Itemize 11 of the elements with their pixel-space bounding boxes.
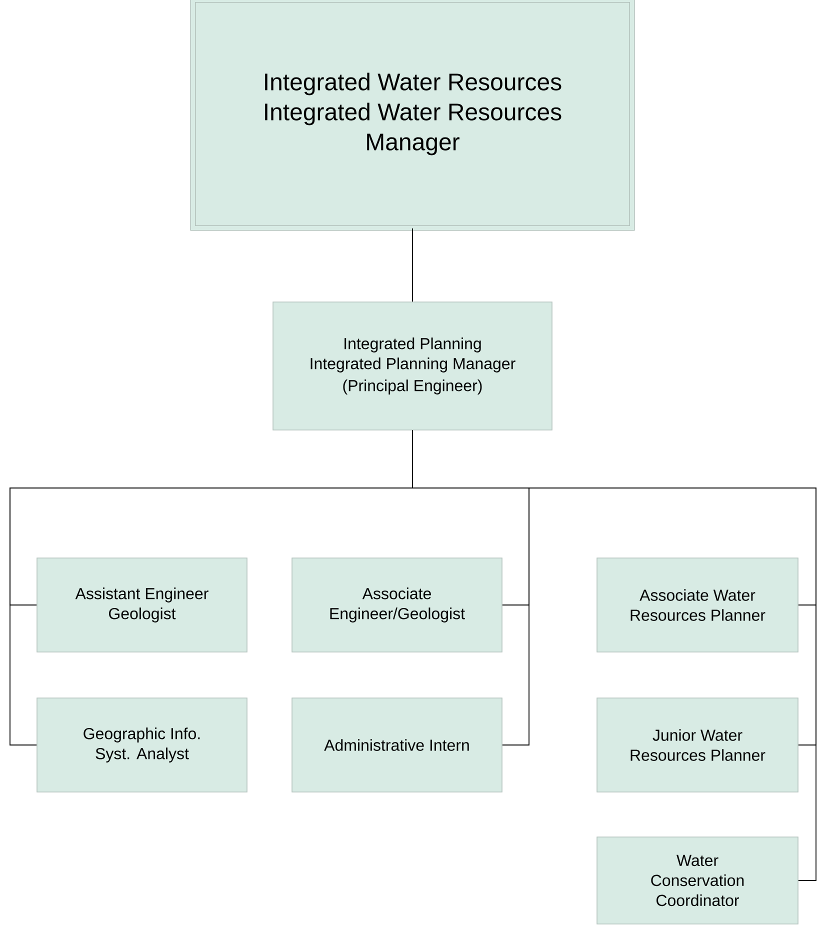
org-box: Associate Engineer/Geologist <box>292 558 502 652</box>
org-box: Integrated Planning Integrated Planning Manager (Principal Engineer) <box>272 302 552 430</box>
org-box: Geographic Info. Syst. Analyst <box>36 698 248 792</box>
org-box: Integrated Water Resources Integrated Water Resources Manager <box>190 0 635 231</box>
org-box: Junior Water Resources Planner <box>596 698 798 792</box>
connector-line <box>412 228 413 302</box>
connector-line <box>412 430 816 881</box>
org-box: Associate Water Resources Planner <box>596 558 798 652</box>
org-box: Water Conservation Coordinator <box>596 836 798 924</box>
org-box: Assistant Engineer Geologist <box>36 558 248 652</box>
org-box: Administrative Intern <box>292 698 502 792</box>
